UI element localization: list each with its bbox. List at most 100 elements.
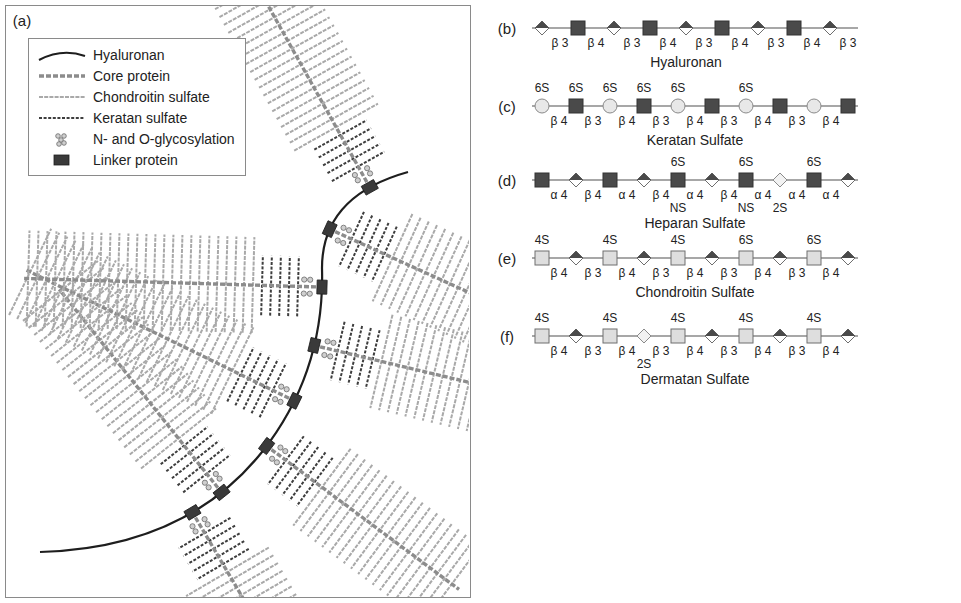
linkage-label: β 3 — [585, 267, 602, 279]
chondroitin-sulfate-chain — [416, 540, 469, 597]
glca-diamond-fill — [637, 251, 651, 258]
chondroitin-sulfate-chain — [209, 586, 292, 597]
linkage-label: α 4 — [619, 189, 636, 201]
proteoglycan — [22, 231, 316, 333]
linkage-label: β 4 — [551, 115, 568, 127]
panel-letter: (e) — [498, 251, 516, 266]
legend-sample — [37, 47, 87, 63]
linkage-label: β 4 — [653, 189, 670, 201]
chondroitin-sulfate-chain — [463, 255, 469, 342]
sulfate-label: 4S — [535, 234, 550, 246]
legend-sample — [37, 152, 87, 168]
linkage-label: β 3 — [585, 345, 602, 357]
linkage-label: β 3 — [789, 267, 806, 279]
core-protein — [320, 347, 469, 399]
glcnac-square — [603, 173, 617, 187]
sulfate-label: 4S — [603, 234, 618, 246]
glycosylation — [202, 517, 207, 522]
glcnac-square — [787, 21, 801, 35]
linkage-label: β 4 — [755, 115, 772, 127]
glycosylation — [202, 480, 207, 485]
chondroitin-sulfate-chain — [455, 251, 469, 338]
galnac-square — [603, 329, 617, 343]
glcnac-square — [841, 99, 855, 113]
linkage-label: β 3 — [721, 115, 738, 127]
glycan-chain — [532, 21, 858, 35]
glca-diamond — [841, 251, 855, 265]
glcnac-square — [569, 99, 583, 113]
chondroitin-sulfate-chain — [204, 579, 287, 597]
glca-diamond — [751, 21, 765, 35]
glca-diamond-fill — [679, 21, 693, 28]
core-protein — [59, 289, 218, 487]
galactose-circle — [671, 99, 685, 113]
chondroitin-sulfate-chain — [430, 240, 469, 327]
linkage-label: β 4 — [551, 345, 568, 357]
glycosylation — [355, 178, 360, 183]
glca-diamond-fill — [569, 173, 583, 180]
legend-text: N- and O-glycosylation — [93, 131, 235, 147]
glycosylation — [278, 399, 283, 404]
linkage-label: β 4 — [687, 267, 704, 279]
sulfate-label: 4S — [535, 312, 550, 324]
sulfate-label: 4S — [671, 312, 686, 324]
sulfate-label: 6S — [671, 82, 686, 94]
chain-name: Hyaluronan — [650, 55, 722, 69]
glycosylation — [322, 352, 327, 357]
chondroitin-sulfate-chain — [423, 327, 445, 420]
linkage-label: β 4 — [823, 267, 840, 279]
linkage-label: β 3 — [721, 345, 738, 357]
legend-item: N- and O-glycosylation — [37, 128, 235, 149]
sulfate-label: 2S — [637, 358, 652, 370]
keratan-sulfate-chain — [178, 448, 225, 485]
chondroitin-sulfate-chain — [294, 104, 378, 151]
sulfate-label: 4S — [671, 234, 686, 246]
glycosylation — [341, 225, 346, 230]
glycosylation — [308, 277, 313, 282]
glca-diamond-fill — [705, 173, 719, 180]
glycan-chain — [532, 329, 858, 343]
linker-protein — [361, 180, 378, 196]
legend-sample — [37, 89, 87, 105]
linker-protein — [317, 280, 327, 294]
chain-name: Dermatan Sulfate — [641, 372, 750, 386]
glca-diamond — [569, 329, 583, 343]
glycosylation — [278, 445, 283, 450]
legend-item: Linker protein — [37, 149, 235, 170]
chondroitin-sulfate-chain — [423, 546, 469, 597]
sulfate-label: 6S — [739, 234, 754, 246]
glca-diamond-fill — [569, 329, 583, 336]
galnac-square — [739, 329, 753, 343]
core-protein — [195, 518, 314, 597]
keratan-sulfate-chain — [288, 256, 290, 316]
linker-protein — [308, 337, 321, 353]
linkage-label: β 4 — [687, 115, 704, 127]
glca-diamond — [569, 251, 583, 265]
galnac-square — [671, 251, 685, 265]
glycosylation — [301, 291, 306, 296]
proteoglycan-aggregate — [9, 6, 469, 597]
chondroitin-sulfate-chain — [315, 465, 372, 542]
linkage-label: β 4 — [619, 267, 636, 279]
glca-diamond — [637, 251, 651, 265]
glca-diamond-fill — [569, 251, 583, 258]
linker-proteins — [184, 180, 378, 521]
sulfate-label: 4S — [739, 312, 754, 324]
linkage-label: β 3 — [840, 37, 857, 49]
chain-name: Chondroitin Sulfate — [635, 285, 754, 299]
glycosylation — [335, 238, 340, 243]
linkage-label: β 4 — [755, 345, 772, 357]
sulfate-label: 6S — [603, 82, 618, 94]
glycosylation — [346, 228, 351, 233]
glcnac-square — [571, 21, 585, 35]
glca-diamond-fill — [773, 329, 787, 336]
linker-protein — [258, 437, 274, 454]
glcnac-square — [739, 173, 753, 187]
glca-diamond-fill — [773, 251, 787, 258]
sulfate-label: 6S — [569, 82, 584, 94]
panel-frame — [6, 6, 471, 598]
linkage-label: β 4 — [551, 267, 568, 279]
linkage-label: α 4 — [687, 189, 704, 201]
glcnac-square — [807, 173, 821, 187]
linker-protein — [287, 392, 302, 409]
